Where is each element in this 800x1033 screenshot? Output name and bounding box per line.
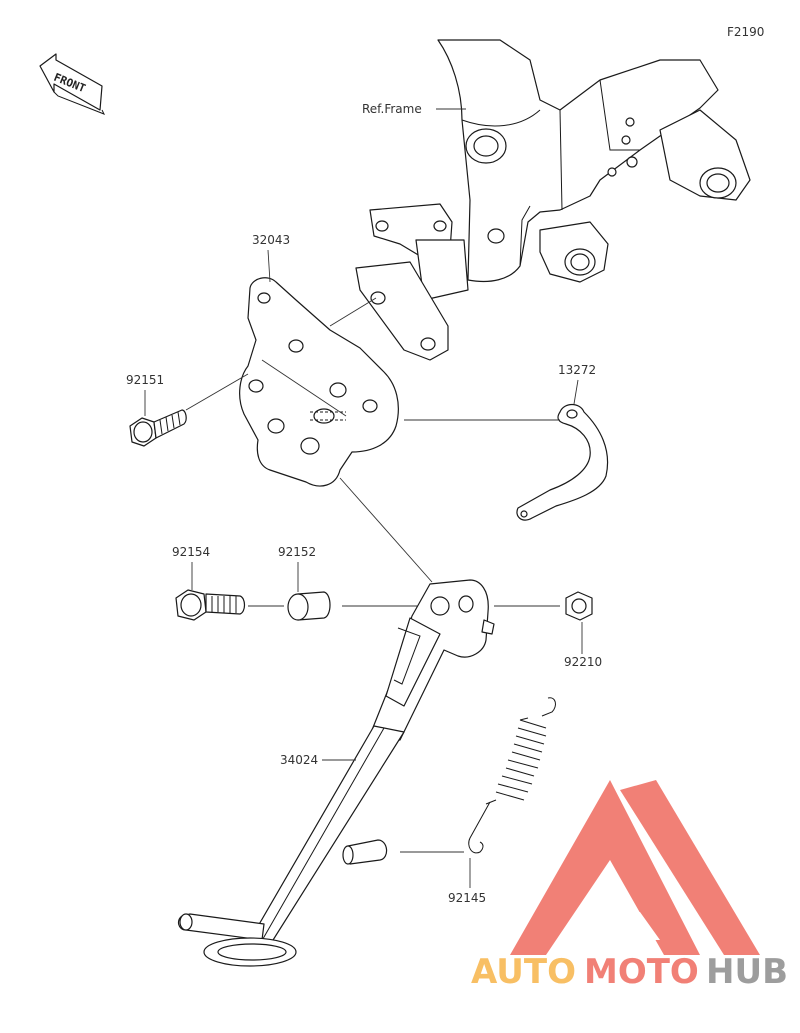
- part-number-92151: 92151: [126, 373, 164, 387]
- part-92151-flange-bolt: 92151: [126, 373, 249, 447]
- part-34024-side-stand: 34024: [177, 477, 495, 967]
- part-92152-collar: 92152: [278, 545, 428, 621]
- part-13272-plate: 13272: [404, 363, 609, 521]
- watermark-hub: HUB: [706, 952, 788, 992]
- part-number-92152: 92152: [278, 545, 316, 559]
- watermark-moto: MOTO: [584, 952, 699, 992]
- ref-frame-label: Ref.Frame: [362, 102, 422, 116]
- frame-reference: Ref.Frame: [355, 39, 751, 361]
- part-32043-bracket: 32043: [239, 233, 399, 487]
- diagram-code: F2190: [727, 25, 764, 39]
- part-number-13272: 13272: [558, 363, 596, 377]
- part-92210-nut: 92210: [494, 591, 602, 669]
- part-number-92154: 92154: [172, 545, 210, 559]
- part-number-32043: 32043: [252, 233, 290, 247]
- watermark-auto: AUTO: [471, 952, 576, 992]
- part-92154-bolt: 92154: [172, 545, 284, 621]
- part-number-92210: 92210: [564, 655, 602, 669]
- part-number-92145: 92145: [448, 891, 486, 905]
- automotohub-logo: AUTO MOTO HUB: [471, 780, 788, 992]
- front-direction-icon: FRONT: [39, 53, 106, 115]
- part-92145-spring: 92145: [400, 697, 556, 905]
- part-number-34024: 34024: [280, 753, 318, 767]
